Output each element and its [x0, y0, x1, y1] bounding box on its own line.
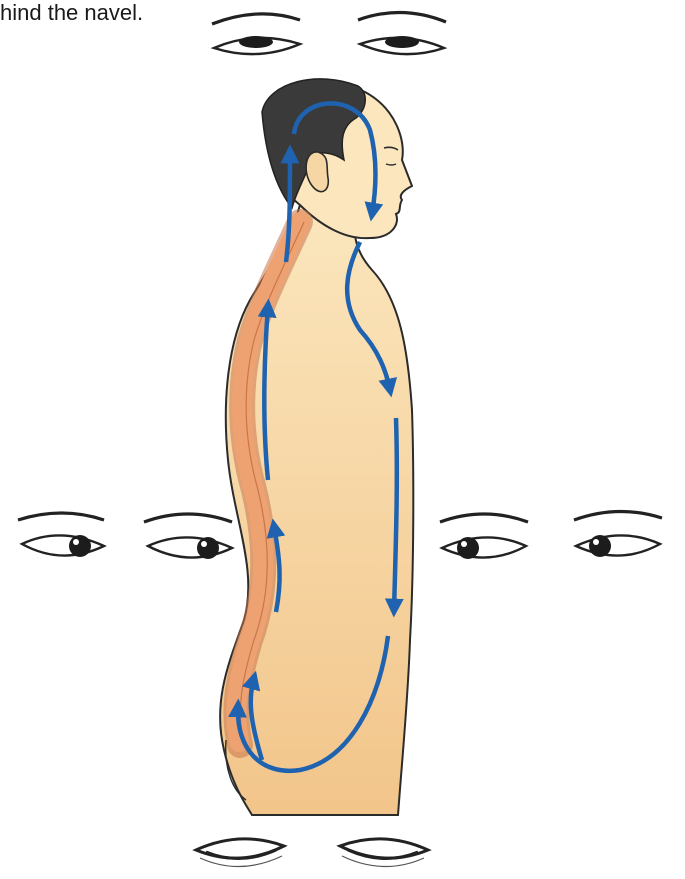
arrow-front-abdomen — [394, 418, 397, 610]
eye-bottom-right — [340, 839, 428, 867]
eye-top-left — [212, 14, 300, 54]
eye-bottom-left — [196, 839, 284, 867]
eyes-right — [440, 511, 662, 559]
eyes-bottom — [196, 839, 428, 867]
eye-right-inner — [440, 514, 528, 559]
eye-right-outer — [574, 511, 662, 557]
eye-left-outer — [18, 513, 104, 557]
eye-left-inner — [144, 514, 232, 559]
eyes-top — [212, 12, 446, 54]
eye-top-right — [358, 12, 446, 54]
eyes-left — [18, 513, 232, 559]
